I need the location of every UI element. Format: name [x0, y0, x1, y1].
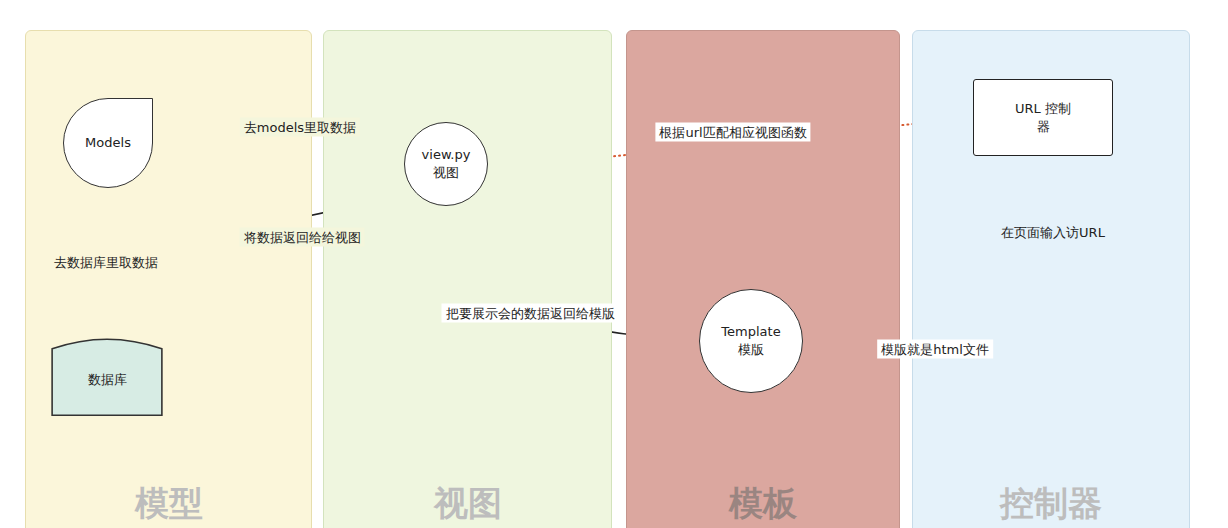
node-label: view.py 视图	[416, 146, 476, 182]
layer-band: 视图 view.py 视图	[323, 30, 612, 528]
solid-connector	[147, 154, 405, 220]
layer-title: 模板	[627, 483, 899, 523]
node-label: Models	[85, 134, 131, 152]
view-node: view.py 视图	[404, 122, 488, 206]
dotted-connector	[107, 188, 108, 338]
template-node: Template 模版	[699, 289, 803, 393]
node-label: URL 控制器	[1013, 100, 1073, 136]
layer-band: 模板 Template 模版	[626, 30, 900, 528]
face-icon	[1046, 316, 1126, 404]
flow-line	[803, 344, 1040, 357]
layer-title: 控制器	[913, 483, 1189, 523]
controller-box: URL 控制器	[973, 79, 1113, 156]
node-label: Template 模版	[715, 323, 787, 359]
database-node: 数据库	[51, 336, 163, 416]
solid-connector	[446, 206, 699, 338]
layer-band: 模型 Models 数据库	[25, 30, 312, 528]
model-node: Models	[63, 98, 153, 188]
layer-title: 视图	[324, 483, 611, 523]
database-outline	[52, 339, 162, 415]
dotted-connector	[488, 118, 973, 170]
node-label: 数据库	[88, 363, 127, 389]
dotted-flow-line	[1046, 161, 1072, 316]
layer-band: 控制器 URL 控制器	[912, 30, 1190, 528]
layer-title: 模型	[26, 483, 311, 523]
dotted-connector	[153, 128, 422, 130]
